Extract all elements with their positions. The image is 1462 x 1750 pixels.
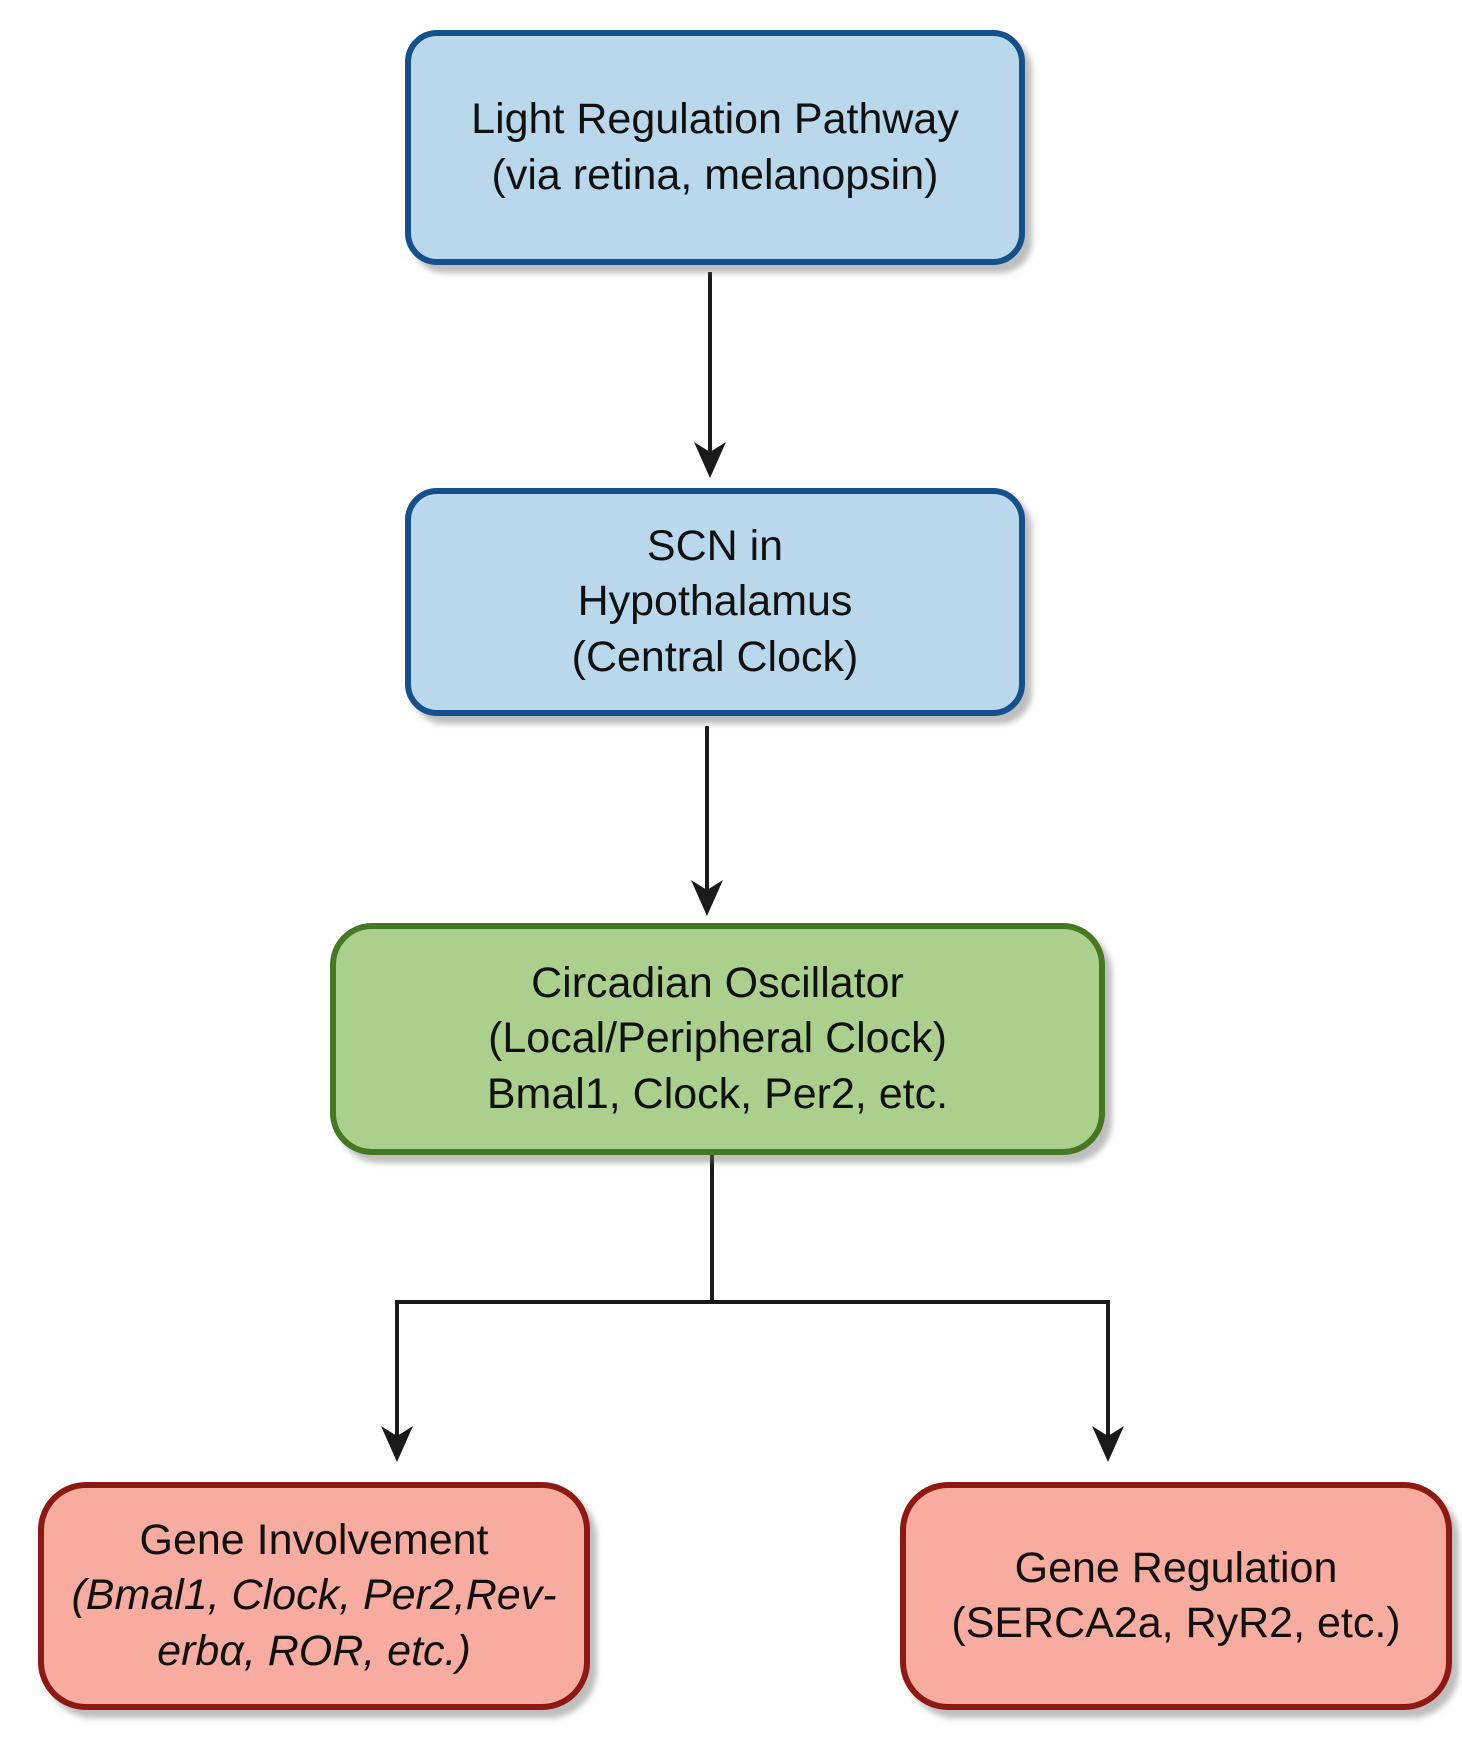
node-light-line1: Light Regulation Pathway (471, 95, 959, 144)
branch-oscillator-split (381, 1155, 1124, 1462)
node-scn-line2: Hypothalamus (577, 577, 853, 626)
node-involvement-line1: Gene Involvement (139, 1516, 489, 1565)
node-scn-line1: SCN in (646, 522, 784, 571)
node-involvement-line3: erbα, ROR, etc.) (157, 1626, 471, 1675)
node-regulation-line1: Gene Regulation (1014, 1543, 1338, 1592)
arrow-scn-to-oscillator (691, 726, 723, 916)
node-oscillator-line2: (Local/Peripheral Clock) (488, 1014, 947, 1063)
node-gene-involvement: Gene Involvement (Bmal1, Clock, Per2,Rev… (38, 1482, 590, 1710)
node-involvement-line2: (Bmal1, Clock, Per2,Rev- (71, 1571, 557, 1620)
node-circadian-oscillator: Circadian Oscillator (Local/Peripheral C… (330, 923, 1105, 1155)
node-light-regulation-pathway: Light Regulation Pathway (via retina, me… (405, 30, 1025, 265)
node-scn-line3: (Central Clock) (571, 632, 859, 681)
node-scn-hypothalamus: SCN in Hypothalamus (Central Clock) (405, 488, 1025, 716)
node-regulation-line2: (SERCA2a, RyR2, etc.) (951, 1599, 1401, 1647)
node-oscillator-line1: Circadian Oscillator (531, 959, 904, 1008)
node-light-line2: (via retina, melanopsin) (491, 150, 939, 199)
arrow-light-to-scn (694, 272, 726, 478)
node-gene-regulation: Gene Regulation (SERCA2a, RyR2, etc.) (900, 1482, 1452, 1710)
node-oscillator-line3: Bmal1, Clock, Per2, etc. (486, 1069, 949, 1118)
